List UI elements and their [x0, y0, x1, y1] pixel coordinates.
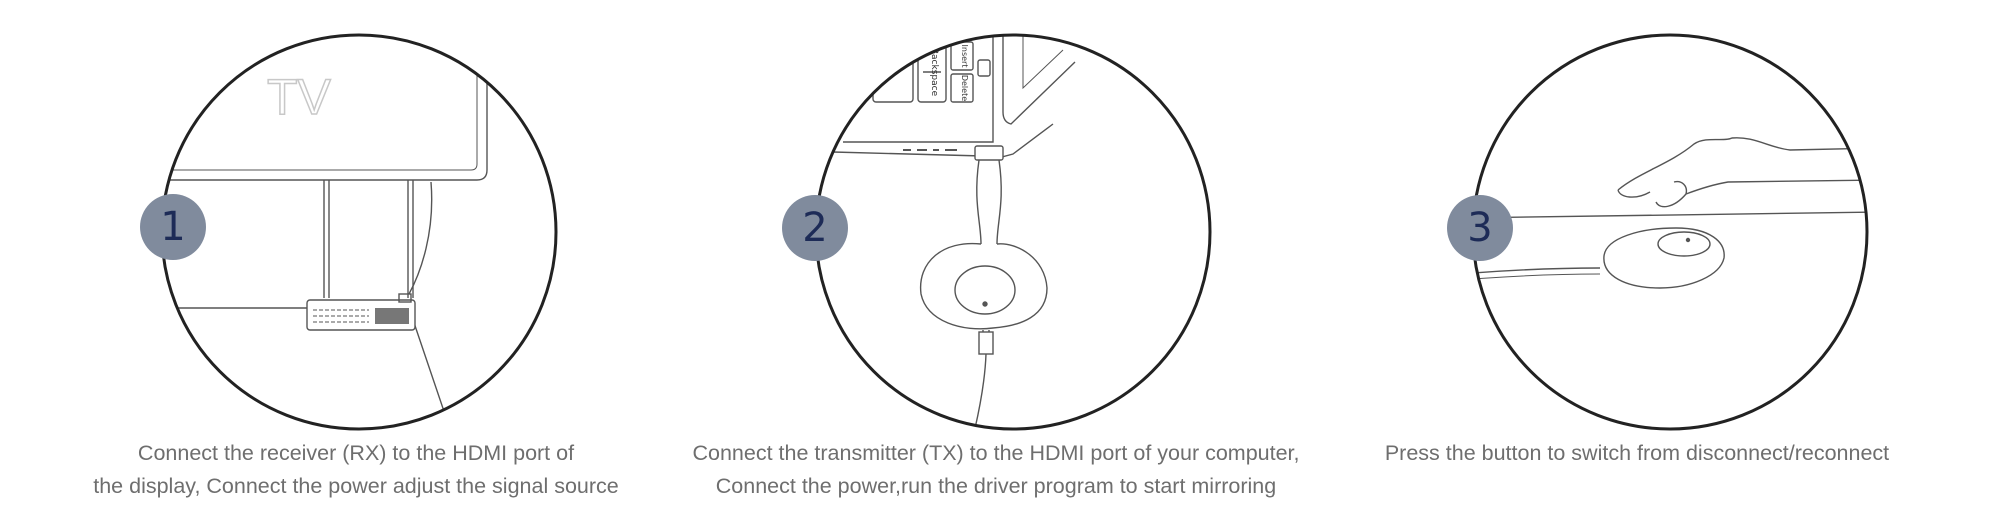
step-2-illustration: Backspace Insert Delete	[813, 32, 1213, 432]
step-3-caption-line1: Press the button to switch from disconne…	[1384, 441, 1890, 465]
device-cable	[1473, 267, 1601, 275]
step-2-caption-line2: Connect the power,run the driver program…	[715, 474, 1277, 498]
tv-label: TV	[267, 69, 332, 125]
step-1-drawing: TV	[160, 33, 558, 431]
step-1-circle	[160, 33, 558, 431]
step-2-badge: 2	[782, 195, 848, 261]
transmitter-neck	[976, 159, 1002, 245]
laptop-base-edge	[832, 123, 1054, 159]
transmitter-tx-device	[919, 242, 1048, 330]
laptop-screen-inner	[1022, 35, 1064, 90]
hdmi-plug	[974, 145, 1004, 161]
antenna-right	[407, 180, 414, 298]
key-delete: Delete	[960, 75, 969, 101]
step-3-drawing	[1471, 33, 1869, 431]
tv-bezel	[162, 35, 478, 171]
step-2-caption: Connect the transmitter (TX) to the HDMI…	[676, 437, 1316, 503]
antenna-left	[323, 180, 330, 298]
hand-icon	[1617, 137, 1867, 208]
key-backspace: Backspace	[929, 48, 939, 97]
step-1-caption-line2: the display, Connect the power adjust th…	[93, 474, 619, 498]
step-1-caption-line1: Connect the receiver (RX) to the HDMI po…	[137, 441, 575, 465]
table-edge	[1473, 211, 1867, 219]
step-2: Backspace Insert Delete	[676, 0, 1316, 523]
step-1-illustration: TV	[159, 32, 559, 432]
step-1-caption: Connect the receiver (RX) to the HDMI po…	[36, 437, 676, 503]
step-1-badge: 1	[140, 194, 206, 260]
step-2-circle	[814, 33, 1212, 431]
receiver-rx-device	[306, 293, 416, 331]
step-3-badge: 3	[1447, 195, 1513, 261]
step-2-caption-line1: Connect the transmitter (TX) to the HDMI…	[692, 441, 1300, 465]
device-cable-lower	[1473, 273, 1601, 281]
step-2-drawing: Backspace Insert Delete	[814, 33, 1212, 431]
step-1: TV 1 Connect the receiver (RX) to the HD…	[36, 0, 676, 523]
step-3-illustration	[1470, 32, 1870, 432]
laptop-screen	[1002, 35, 1076, 125]
power-connector	[978, 331, 994, 355]
tv-outline	[162, 35, 488, 181]
transmitter-button-device	[1603, 227, 1725, 289]
step-3-caption: Press the button to switch from disconne…	[1317, 437, 1957, 470]
key-insert: Insert	[960, 45, 969, 68]
step-3: 3 Press the button to switch from discon…	[1317, 0, 1957, 523]
